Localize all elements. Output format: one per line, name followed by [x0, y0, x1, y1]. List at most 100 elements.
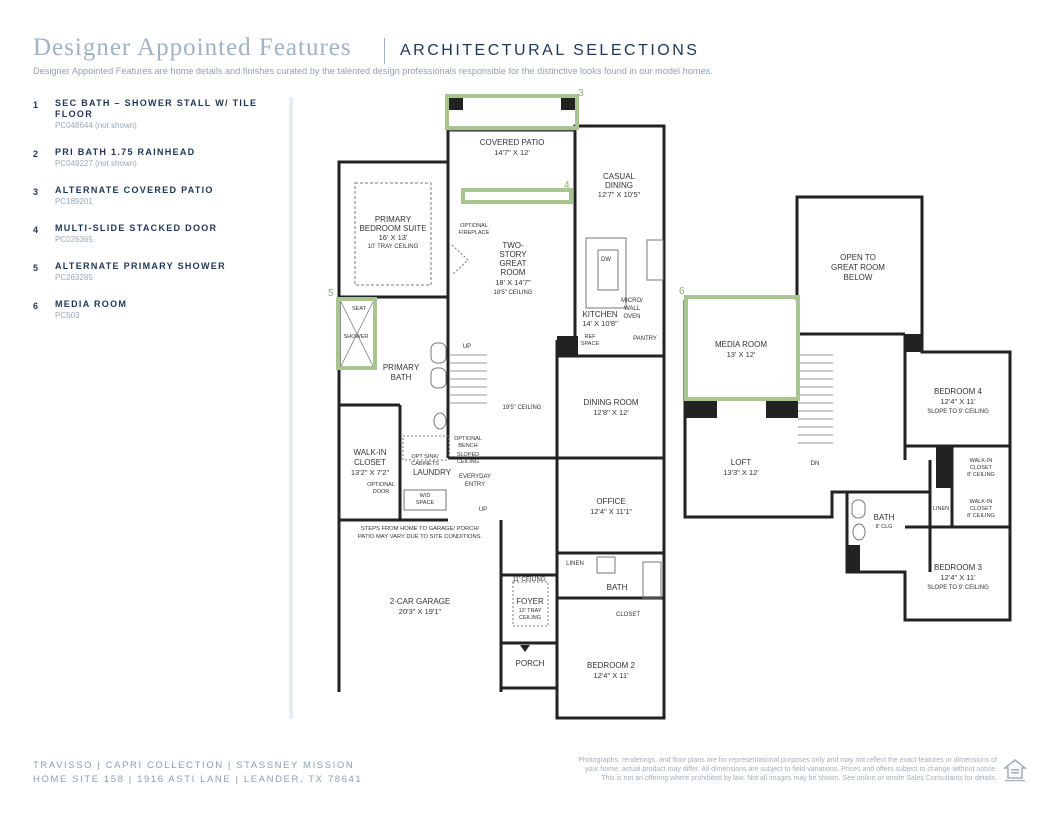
room-ceiling: 12' TRAY [519, 608, 542, 614]
page-title: Designer Appointed Features [33, 34, 352, 61]
room-dimension: 12'4" X 11'1" [590, 507, 632, 516]
feature-name: PRI BATH 1.75 RAINHEAD [55, 147, 196, 157]
room-label: 2-CAR GARAGE [390, 597, 450, 606]
room-note: SHOWER [344, 334, 369, 340]
address-line: HOME SITE 158 | 1916 ASTI LANE | LEANDER… [33, 774, 363, 785]
room-label: BEDROOM 4 [934, 387, 983, 396]
feature-item: 6 MEDIA ROOM PC503 [33, 299, 283, 320]
feature-code: PC049227 (not shown) [55, 159, 137, 168]
feature-number: 4 [33, 225, 39, 235]
room-ceiling: 18'5" CEILING [494, 290, 533, 296]
feature-name: SEC BATH – SHOWER STALL W/ TILE FLOOR [55, 98, 258, 119]
room-label: LAUNDRY [413, 468, 452, 477]
room-label: TWO- [502, 241, 524, 250]
room-ceiling: SLOPE TO 9' CEILING [927, 585, 989, 591]
disclaimer: Photographs, renderings, and floor plans… [527, 756, 997, 783]
room-dimension: 16' X 13' [379, 233, 408, 242]
first-floor-walls [337, 124, 666, 720]
feature-number: 6 [33, 301, 39, 311]
room-label: STORY [499, 250, 527, 259]
room-label: CLOSET [970, 465, 993, 471]
room-label: COVERED PATIO [480, 138, 545, 147]
room-dimension: 20'3" X 19'1" [399, 607, 442, 616]
patio-column [449, 98, 463, 110]
stair-label: DN [811, 461, 820, 467]
room-dimension: 14'7" X 12' [494, 148, 530, 157]
room-label: PRIMARY [375, 215, 412, 224]
room-note: OPTIONAL [367, 482, 395, 488]
room-label: WALK-IN [970, 458, 993, 464]
appliance-label: SPACE [581, 341, 600, 347]
feature-marker: 3 [578, 88, 584, 99]
room-dimension: 18' X 14'7" [495, 278, 531, 287]
room-dimension: 12'4" X 11' [594, 671, 630, 680]
stair-label: UP [479, 507, 487, 513]
room-label: BELOW [844, 273, 873, 282]
room-note: ENTRY [465, 482, 485, 488]
room-label: ROOM [501, 268, 526, 277]
room-note: W/D [420, 493, 431, 499]
disclaimer-line: This is not an offering where prohibited… [601, 775, 997, 782]
feature-number: 1 [33, 100, 39, 110]
feature-item: 3 ALTERNATE COVERED PATIO PC189201 [33, 185, 283, 206]
equal-housing-icon [1003, 758, 1027, 782]
room-ceiling: 8' CEILING [967, 513, 995, 519]
room-label: PRIMARY [383, 363, 420, 372]
feature-marker: 5 [328, 288, 334, 299]
feature-list: 1 SEC BATH – SHOWER STALL W/ TILE FLOOR … [33, 98, 283, 337]
room-note: EVERYDAY [459, 474, 491, 480]
feature-code: PC048644 (not shown) [55, 121, 137, 130]
room-dimension: 14' X 10'8" [582, 319, 618, 328]
feature-highlight-6 [684, 295, 800, 401]
feature-highlight-5 [336, 297, 377, 370]
room-dimension: 13' X 12' [727, 350, 756, 359]
room-label: FOYER [516, 597, 544, 606]
room-note: OPT SINK/ [411, 454, 439, 460]
room-label: LINEN [566, 561, 584, 567]
feature-code: PC026365 [55, 235, 93, 244]
room-label: GREAT [500, 259, 527, 268]
feature-name: ALTERNATE COVERED PATIO [55, 185, 214, 195]
room-ceiling: 11' CEILING [512, 577, 545, 583]
room-label: WALK-IN [970, 499, 993, 505]
room-note: BENCH [458, 443, 477, 449]
community-info: TRAVISSO | CAPRI COLLECTION | STASSNEY M… [33, 759, 362, 787]
feature-highlight-3 [445, 94, 579, 130]
room-labels: COVERED PATIO 14'7" X 12' CASUAL DINING … [344, 138, 995, 680]
room-label: PANTRY [633, 336, 657, 342]
feature-item: 1 SEC BATH – SHOWER STALL W/ TILE FLOOR … [33, 98, 283, 130]
room-label: MEDIA ROOM [715, 340, 767, 349]
page-description: Designer Appointed Features are home det… [33, 66, 713, 76]
disclaimer-line: your home; actual product may differ. Al… [584, 766, 997, 773]
feature-marker: 6 [679, 286, 685, 297]
room-dimension: 12'7" X 10'5" [598, 190, 641, 199]
room-label: CLOSET [354, 458, 386, 467]
feature-number: 3 [33, 187, 39, 197]
feature-item: 4 MULTI-SLIDE STACKED DOOR PC026365 [33, 223, 283, 244]
appliance-label: OVEN [623, 314, 640, 320]
room-ceiling: 8' CLG [876, 524, 893, 530]
room-note: CEILING [457, 459, 479, 465]
room-label: OPEN TO [840, 253, 876, 262]
room-dimension: 12'8" X 12' [593, 408, 629, 417]
room-label: KITCHEN [582, 310, 617, 319]
room-dimension: 13'2" X 7'2" [351, 468, 390, 477]
room-ceiling: CEILING [519, 615, 541, 621]
room-dimension: 12'4" X 11' [941, 397, 977, 406]
appliance-label: REF [585, 334, 597, 340]
room-label: BEDROOM 2 [587, 661, 636, 670]
room-label: BATH [874, 513, 895, 522]
room-ceiling: 19'5" CEILING [503, 405, 542, 411]
feature-number: 2 [33, 149, 39, 159]
feature-name: ALTERNATE PRIMARY SHOWER [55, 261, 226, 271]
room-dimension: 13'3" X 12' [723, 468, 759, 477]
room-note: CABINETS [411, 461, 439, 467]
feature-code: PC189201 [55, 197, 93, 206]
room-label: CLOSET [616, 612, 640, 618]
appliance-label: WALL [624, 306, 641, 312]
room-note: OPTIONAL [460, 223, 488, 229]
room-ceiling: 10' TRAY CEILING [368, 244, 419, 250]
room-note: SEAT [352, 306, 367, 312]
room-label: LOFT [731, 458, 752, 467]
